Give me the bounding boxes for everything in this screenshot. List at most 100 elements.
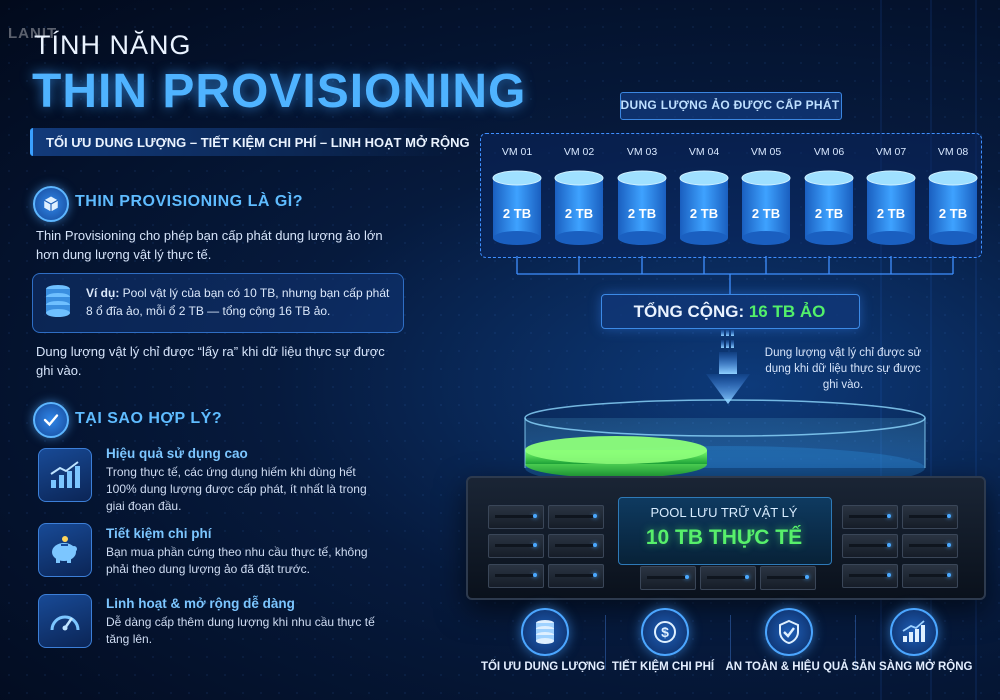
vm-label: VM 07 <box>875 146 907 158</box>
vm-capacity: 2 TB <box>689 206 719 221</box>
vm-disk-cylinder <box>554 170 604 245</box>
drive-led-icon <box>947 514 951 518</box>
subtitle-bar <box>30 128 453 156</box>
vm-disk-cylinder <box>492 170 542 245</box>
benefit-label: TIẾT KIỆM CHI PHÍ <box>611 661 715 673</box>
total-value: 16 TB ẢO <box>748 302 826 321</box>
example-text: Pool vật lý của bạn có 10 TB, nhưng bạn … <box>86 286 390 318</box>
flow-note: Dung lượng vật lý chỉ được sử dụng khi d… <box>764 347 922 391</box>
vm-label: VM 04 <box>688 146 720 158</box>
total-box <box>601 294 860 329</box>
growth-chart-icon <box>890 608 938 656</box>
vm-disk-cylinder <box>928 170 978 245</box>
server-drive-bay <box>548 534 604 558</box>
vm-label: VM 03 <box>626 146 658 158</box>
connector-lines <box>516 256 954 294</box>
server-drive-bay <box>700 566 756 590</box>
drive-led-icon <box>593 573 597 577</box>
drive-led-icon <box>947 543 951 547</box>
drive-led-icon <box>533 514 537 518</box>
server-drive-bay <box>842 564 898 588</box>
feature-title: Linh hoạt & mở rộng dễ dàng <box>106 596 295 611</box>
feature-text: Bạn mua phần cứng theo nhu cầu thực tế, … <box>106 545 368 576</box>
divider <box>855 615 856 670</box>
server-drive-bay <box>760 566 816 590</box>
what-description: Thin Provisioning cho phép bạn cấp phát … <box>36 228 383 262</box>
drive-led-icon <box>805 575 809 579</box>
drive-led-icon <box>745 575 749 579</box>
server-drive-bay <box>488 564 544 588</box>
drive-led-icon <box>685 575 689 579</box>
server-drive-bay <box>488 505 544 529</box>
vm-disk-cylinder <box>866 170 916 245</box>
drive-led-icon <box>533 573 537 577</box>
vm-capacity: 2 TB <box>502 206 532 221</box>
brand-logo: LANIT <box>8 25 58 42</box>
vm-capacity: 2 TB <box>564 206 594 221</box>
divider <box>730 615 731 670</box>
virtual-title: DUNG LƯỢNG ẢO ĐƯỢC CẤP PHÁT <box>620 98 840 112</box>
dollar-icon: $ <box>641 608 689 656</box>
feature-title: Hiệu quả sử dụng cao <box>106 446 248 461</box>
section-title-what: THIN PROVISIONING LÀ GÌ? <box>75 193 304 210</box>
benefit-label: AN TOÀN & HIỆU QUẢ <box>725 661 849 673</box>
drive-led-icon <box>593 543 597 547</box>
shield-check-icon <box>765 608 813 656</box>
example-label: Ví dụ: <box>86 286 120 300</box>
drive-led-icon <box>887 543 891 547</box>
svg-text:$: $ <box>661 624 669 640</box>
example-text-block: Ví dụ: Pool vật lý của bạn có 10 TB, như… <box>86 284 396 320</box>
drive-led-icon <box>887 514 891 518</box>
divider <box>605 615 606 670</box>
vm-disk-cylinder <box>617 170 667 245</box>
vm-capacity: 2 TB <box>627 206 657 221</box>
vm-label: VM 01 <box>501 146 533 158</box>
drive-led-icon <box>887 573 891 577</box>
server-drive-bay <box>902 564 958 588</box>
bg-rack-line <box>880 0 882 700</box>
piggy-bank-icon <box>38 523 92 577</box>
server-drive-bay <box>640 566 696 590</box>
server-drive-bay <box>548 505 604 529</box>
title-small: TÍNH NĂNG <box>34 30 192 60</box>
vm-disk-cylinder <box>679 170 729 245</box>
total-text: TỔNG CỘNG: 16 TB ẢO <box>601 302 858 322</box>
benefit-label: SẴN SÀNG MỞ RỘNG <box>851 661 973 673</box>
feature-text: Dễ dàng cấp thêm dung lượng khi nhu cầu … <box>106 615 375 646</box>
drive-led-icon <box>533 543 537 547</box>
down-arrow-icon <box>706 330 750 404</box>
vm-label: VM 02 <box>563 146 595 158</box>
pool-title: POOL LƯU TRỮ VẬT LÝ <box>650 505 798 520</box>
benefit-label: TỐI ƯU DUNG LƯỢNG <box>480 661 606 673</box>
vm-capacity: 2 TB <box>876 206 906 221</box>
server-drive-bay <box>902 534 958 558</box>
vm-disk-cylinder <box>741 170 791 245</box>
vm-capacity: 2 TB <box>938 206 968 221</box>
server-drive-bay <box>842 505 898 529</box>
server-drive-bay <box>548 564 604 588</box>
drive-led-icon <box>947 573 951 577</box>
vm-capacity: 2 TB <box>751 206 781 221</box>
what-note: Dung lượng vật lý chỉ được “lấy ra” khi … <box>36 344 385 378</box>
database-icon <box>44 284 72 323</box>
virtual-title-box <box>620 92 842 120</box>
gauge-icon <box>38 594 92 648</box>
server-drive-bay <box>842 534 898 558</box>
vm-capacity: 2 TB <box>814 206 844 221</box>
pool-capacity: 10 TB THỰC TẾ <box>645 526 803 549</box>
server-drive-bay <box>488 534 544 558</box>
drive-led-icon <box>593 514 597 518</box>
vm-label: VM 05 <box>750 146 782 158</box>
subtitle: TỐI ƯU DUNG LƯỢNG – TIẾT KIỆM CHI PHÍ – … <box>46 135 470 150</box>
bg-rack-line <box>975 0 977 700</box>
pool-panel <box>618 497 832 565</box>
database-icon <box>521 608 569 656</box>
feature-text: Trong thực tế, các ứng dụng hiếm khi dùn… <box>106 465 367 513</box>
feature-title: Tiết kiệm chi phí <box>106 526 212 541</box>
cube-icon <box>33 186 69 222</box>
page-title: THIN PROVISIONING <box>32 65 527 118</box>
vm-disk-cylinder <box>804 170 854 245</box>
check-icon <box>33 402 69 438</box>
vm-label: VM 06 <box>813 146 845 158</box>
chart-icon <box>38 448 92 502</box>
